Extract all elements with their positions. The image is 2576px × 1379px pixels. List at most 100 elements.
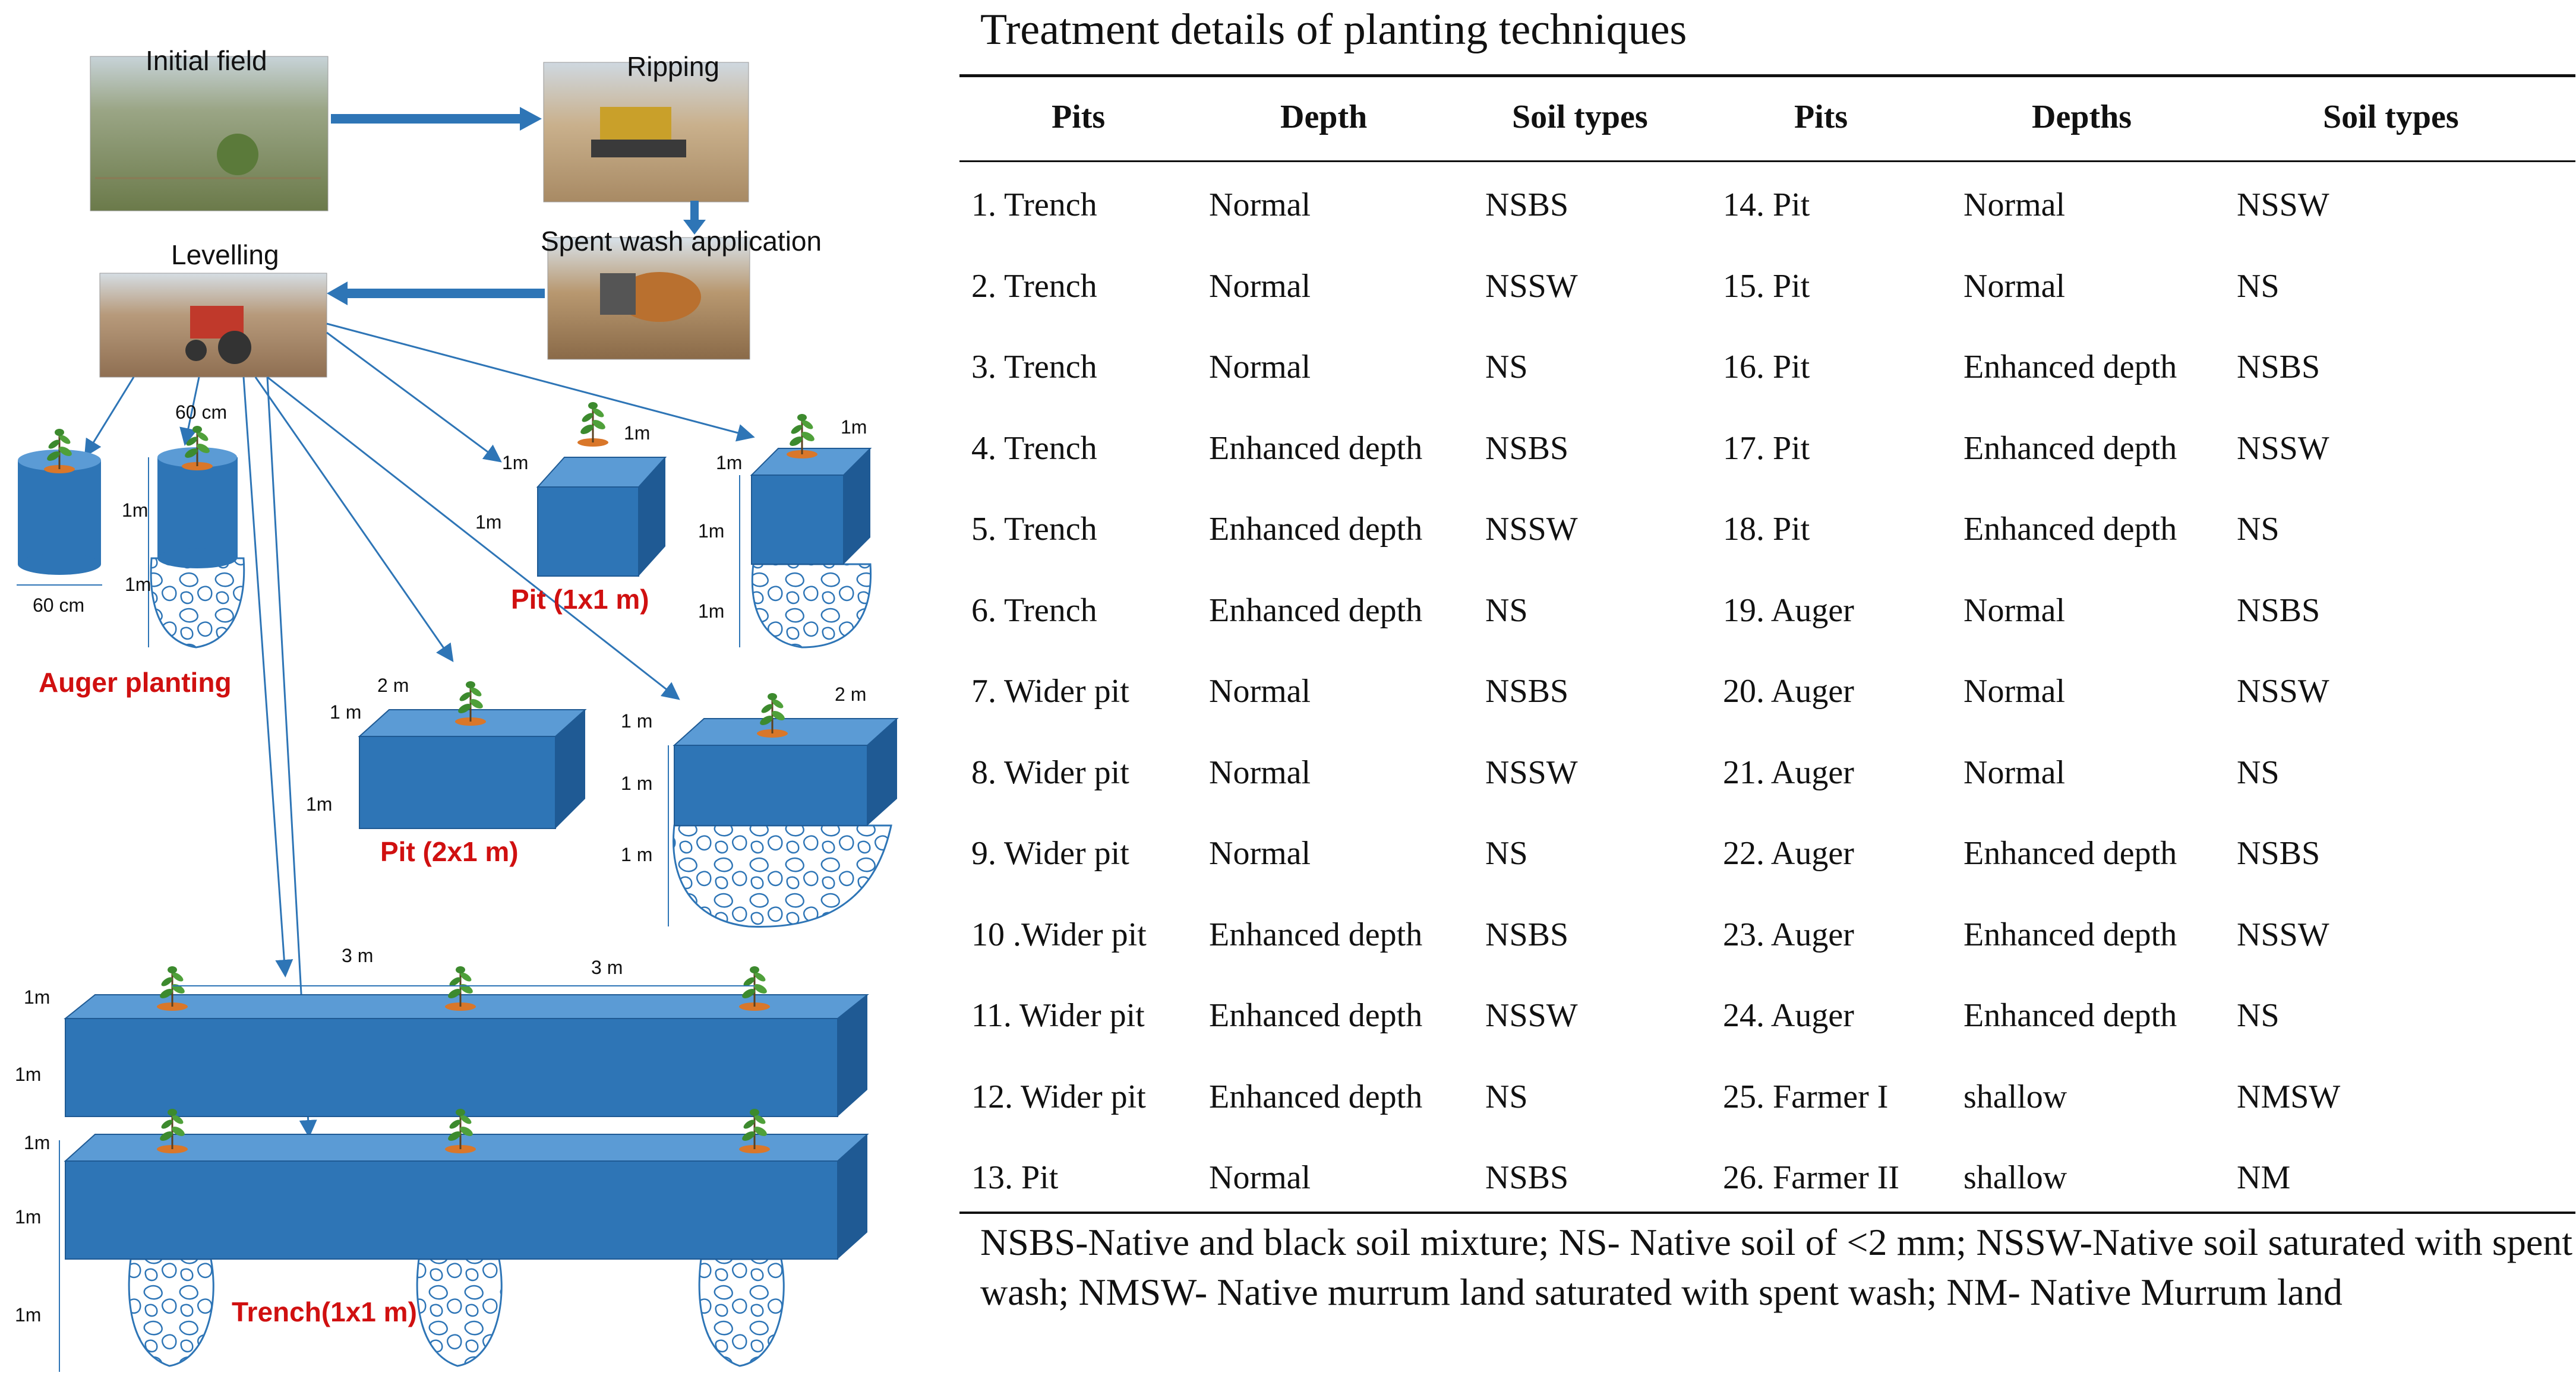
process-arrows: [327, 107, 706, 305]
table-cell-pit-type: 4. Trench: [971, 429, 1097, 467]
table-cell-soil-type: NS: [2237, 267, 2280, 305]
table-cell-soil-type: NS: [1485, 835, 1528, 872]
table-cell-pit-type: 22. Auger: [1723, 835, 1854, 872]
table-cell-pit-type: 11. Wider pit: [971, 997, 1145, 1034]
pit1-depth-label: 1m: [475, 511, 501, 533]
auger-depth1-label: 1m: [122, 499, 148, 521]
table-cell-depth: Enhanced depth: [1963, 997, 2177, 1034]
table-cell-pit-type: 2. Trench: [971, 267, 1097, 305]
table-cell-pit-type: 20. Auger: [1723, 673, 1854, 710]
table-cell-depth: Normal: [1963, 267, 2066, 305]
table-cell-soil-type: NSSW: [1485, 511, 1578, 548]
pit2e-depth-label: 1 m: [621, 773, 652, 794]
table-cell-soil-type: NSBS: [2237, 592, 2321, 629]
table-cell-pit-type: 1. Trench: [971, 186, 1097, 223]
header-pits-1: Pits: [1052, 99, 1106, 135]
table-cell-pit-type: 9. Wider pit: [971, 835, 1129, 872]
table-cell-depth: Normal: [1209, 186, 1311, 223]
table-cell-soil-type: NS: [2237, 754, 2280, 791]
table-cell-depth: Enhanced depth: [1963, 835, 2177, 872]
table-cell-soil-type: NS: [2237, 511, 2280, 548]
table-cell-depth: Normal: [1963, 186, 2066, 223]
table-cell-depth: Normal: [1209, 835, 1311, 872]
table-cell-soil-type: NSSW: [1485, 997, 1578, 1034]
pit1e-extra-label: 1m: [698, 600, 724, 622]
table-cell-soil-type: NS: [1485, 592, 1528, 629]
table-header-rule: [959, 160, 2575, 162]
trench-normal: 3 m 3 m 1m 1m: [15, 945, 869, 1117]
pit2e-width-label: 2 m: [835, 684, 866, 705]
pit-2x1-label: Pit (2x1 m): [380, 836, 519, 867]
table-cell-depth: Enhanced depth: [1209, 429, 1423, 467]
auger-cylinder-normal: [18, 428, 101, 575]
table-cell-pit-type: 10 .Wider pit: [971, 916, 1147, 953]
table-cell-soil-type: NSSW: [2237, 429, 2329, 467]
table-cell-soil-type: NSBS: [2237, 835, 2321, 872]
table-cell-pit-type: 21. Auger: [1723, 754, 1854, 791]
auger-planting-label: Auger planting: [39, 667, 232, 698]
table-cell-depth: Enhanced depth: [1209, 592, 1423, 629]
trench2-height-label: 1m: [24, 1132, 50, 1153]
table-cell-soil-type: NMSW: [2237, 1078, 2341, 1115]
ripping-photo: Ripping: [543, 51, 749, 203]
table-cell-pit-type: 13. Pit: [971, 1159, 1059, 1196]
header-depths: Depths: [2032, 99, 2132, 135]
trench-spacing2-label: 3 m: [591, 957, 623, 978]
table-top-rule: [959, 74, 2575, 77]
pit-2x1-enhanced: 2 m 1 m 1 m 1 m: [621, 684, 899, 928]
table-row: 9. Wider pit Normal NS 22. Auger Enhanced de…: [951, 830, 2576, 889]
table-cell-depth: Enhanced depth: [1209, 916, 1423, 953]
table-cell-depth: shallow: [1963, 1078, 2067, 1115]
table-cell-soil-type: NSSW: [2237, 186, 2329, 223]
table-cell-pit-type: 25. Farmer I: [1723, 1078, 1889, 1115]
table-cell-pit-type: 3. Trench: [971, 349, 1097, 385]
table-cell-pit-type: 24. Auger: [1723, 997, 1854, 1034]
trench-enhanced: 1m 1m 1m Trench(1x1 m): [15, 1108, 869, 1372]
table-cell-soil-type: NSBS: [1485, 429, 1569, 467]
table-cell-depth: Normal: [1963, 673, 2066, 710]
pit1e-width-label: 1m: [841, 416, 867, 438]
pit1-width-label: 1m: [624, 422, 650, 444]
pit1-height-label: 1m: [502, 452, 528, 473]
trench2-extra-label: 1m: [15, 1304, 41, 1326]
table-cell-depth: Normal: [1963, 592, 2066, 629]
header-soil-types-1: Soil types: [1512, 99, 1648, 135]
trench-height-label: 1m: [24, 986, 50, 1008]
pit1e-height-label: 1m: [716, 452, 742, 473]
table-cell-soil-type: NS: [1485, 349, 1528, 385]
pit-1x1-label: Pit (1x1 m): [511, 584, 649, 615]
levelling-photo: Levelling: [99, 239, 327, 378]
pit1e-depth-label: 1m: [698, 520, 724, 542]
pit2-width-label: 2 m: [377, 675, 409, 696]
table-cell-depth: Enhanced depth: [1209, 511, 1423, 548]
table-cell-depth: Enhanced depth: [1209, 1078, 1423, 1115]
table-cell-soil-type: NSBS: [2237, 349, 2321, 385]
table-cell-depth: Normal: [1209, 1159, 1311, 1196]
table-cell-depth: Normal: [1209, 349, 1311, 385]
auger-dimensions: 60 cm 1m 1m 60 cm: [17, 401, 227, 647]
table-cell-depth: Enhanced depth: [1963, 511, 2177, 548]
pit-1x1-normal: 1m 1m 1m Pit (1x1 m): [475, 401, 667, 615]
pit2e-height-label: 1 m: [621, 710, 652, 732]
header-depth: Depth: [1280, 99, 1368, 135]
table-cell-soil-type: NSSW: [1485, 754, 1578, 791]
header-pits-2: Pits: [1794, 99, 1848, 135]
table-cell-depth: Enhanced depth: [1963, 349, 2177, 385]
table-cell-pit-type: 23. Auger: [1723, 916, 1854, 953]
table-footnote: NSBS-Native and black soil mixture; NS- …: [980, 1221, 2572, 1313]
treatment-table-panel: Treatment details of planting techniques…: [951, 0, 2576, 1379]
pit2-height-label: 1 m: [330, 701, 361, 723]
table-bottom-rule: [959, 1212, 2575, 1214]
table-cell-soil-type: NSBS: [1485, 186, 1569, 223]
table-cell-soil-type: NM: [2237, 1159, 2291, 1196]
table-cell-pit-type: 15. Pit: [1723, 267, 1810, 305]
